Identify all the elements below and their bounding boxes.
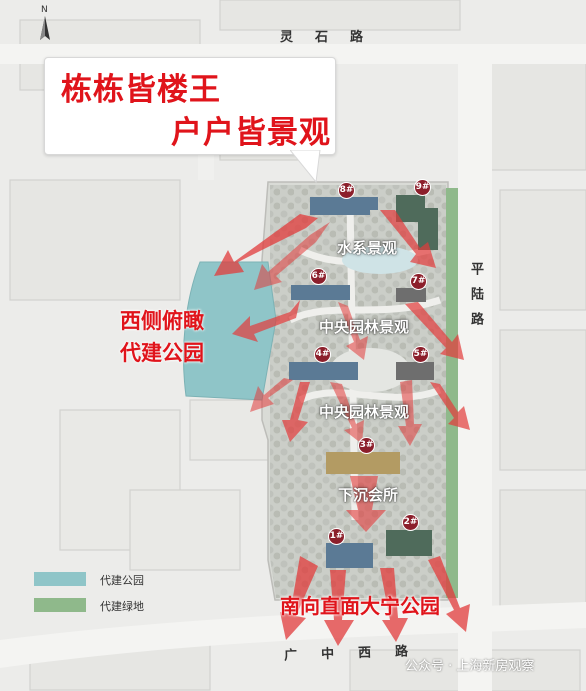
surrounding-blocks [9,0,586,691]
zone-clubhouse: 下沉会所 [338,486,399,504]
building-badge-1: 1# [328,528,345,545]
building-9 [396,195,438,250]
building-badge-4: 4# [314,346,331,363]
building-1 [326,543,373,568]
road-east-label: 平陆路 [468,262,483,337]
view-arrows [214,210,470,646]
callout-pointer [290,150,321,184]
east-greenbelt [446,188,458,598]
building-badge-3: 3# [358,437,375,454]
headline-line2: 户户皆景观 [171,115,331,151]
building-6 [291,285,350,300]
buildings [289,195,438,568]
watermark: 公众号 · 上海新房观察 [405,659,535,674]
building-badge-6: 6# [310,268,327,285]
road-north-label: 灵石路 [280,30,386,45]
water-feature [342,246,418,274]
building-badge-5: 5# [412,346,429,363]
west-view-line1: 西侧俯瞰 [120,309,204,333]
building-5 [396,362,434,380]
north-arrow-icon [40,16,50,40]
building-badge-7: 7# [410,273,427,290]
headline-callout: 栋栋皆楼王 户户皆景观 [44,57,336,155]
zone-central-garden-1: 中央园林景观 [319,318,410,336]
building-badge-2: 2# [402,514,419,531]
south-view-callout: 南向直面大宁公园 [280,594,440,618]
building-2 [386,530,432,556]
legend-label-park: 代建公园 [100,574,144,587]
central-lawn [330,348,410,392]
zone-central-garden-2: 中央园林景观 [319,403,410,421]
zone-water: 水系景观 [337,239,398,257]
building-4 [289,362,358,380]
legend-label-greenbelt: 代建绿地 [100,600,144,613]
building-badge-8: 8# [338,182,355,199]
building-badge-9: 9# [414,179,431,196]
west-view-line2: 代建公园 [120,341,204,365]
building-3 [326,452,400,474]
headline-line1: 栋栋皆楼王 [61,72,221,108]
legend-swatch-park [34,572,86,586]
building-7 [396,288,426,302]
legend-swatch-greenbelt [34,598,86,612]
building-8 [310,197,378,215]
north-label: N [41,5,48,15]
